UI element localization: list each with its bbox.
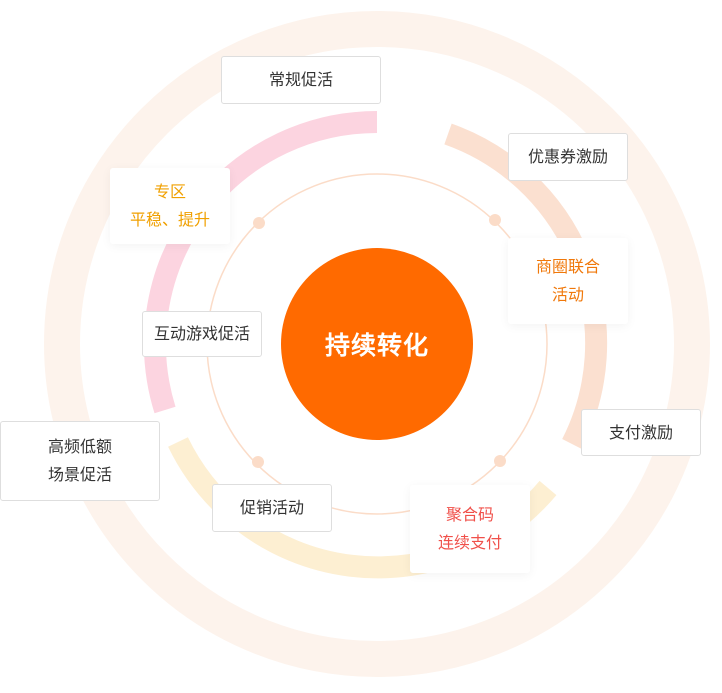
node-shangquan-lianhe: 商圈联合 活动 bbox=[508, 238, 628, 324]
ring-dot bbox=[489, 214, 501, 226]
node-hudong-youxi: 互动游戏促活 bbox=[142, 311, 262, 357]
node-label-line-1: 专区 bbox=[153, 182, 186, 201]
node-label-line-1: 聚合码 bbox=[445, 505, 494, 524]
node-changgui-cuhuo: 常规促活 bbox=[221, 56, 381, 104]
node-label-line-1: 商圈联合 bbox=[535, 257, 600, 276]
node-label-line-1: 高频低额 bbox=[47, 437, 112, 456]
node-label: 支付激励 bbox=[608, 422, 673, 442]
node-label: 常规促活 bbox=[268, 70, 333, 89]
ring-dot bbox=[494, 455, 506, 467]
node-youhuiquan-jili: 优惠券激励 bbox=[508, 133, 628, 181]
center-label: 持续转化 bbox=[324, 331, 429, 360]
outer-ring bbox=[44, 11, 710, 677]
node-label-line-2: 连续支付 bbox=[437, 533, 502, 552]
node-label: 促销活动 bbox=[239, 498, 304, 517]
node-gaopin-dier: 高频低额 场景促活 bbox=[0, 421, 160, 501]
ring-dot bbox=[252, 456, 264, 468]
node-zhuanqu: 专区 平稳、提升 bbox=[110, 168, 230, 244]
ring-dot bbox=[253, 217, 265, 229]
node-label: 互动游戏促活 bbox=[153, 324, 250, 343]
node-zhifu-jili: 支付激励 bbox=[581, 409, 701, 456]
node-label-line-2: 场景促活 bbox=[47, 465, 112, 484]
node-cuxiao-huodong: 促销活动 bbox=[212, 484, 332, 532]
node-label-line-2: 活动 bbox=[551, 285, 584, 304]
node-label-line-2: 平稳、提升 bbox=[129, 210, 210, 229]
node-juhema: 聚合码 连续支付 bbox=[410, 485, 530, 573]
center-circle bbox=[281, 248, 473, 440]
node-label: 优惠券激励 bbox=[527, 147, 608, 166]
